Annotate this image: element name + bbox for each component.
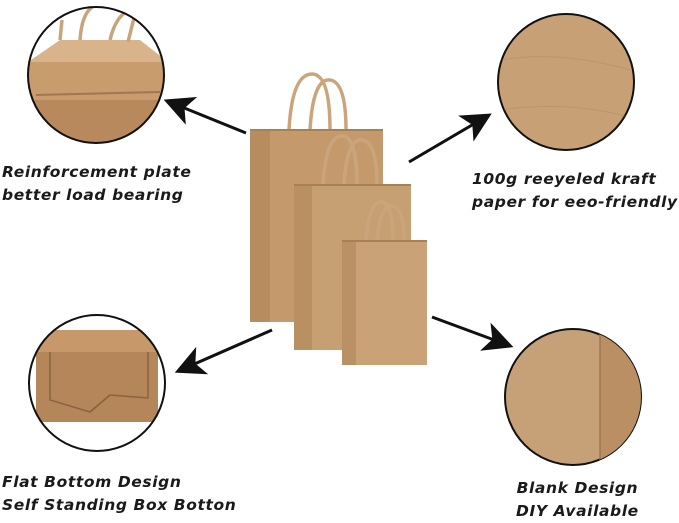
blank-design-detail-image <box>504 328 642 466</box>
flat-bottom-detail-image <box>28 314 166 452</box>
arrow-to-blank-design <box>431 315 514 351</box>
reinforcement-caption-line1: Reinforcement plate <box>2 163 192 181</box>
blank-design-caption: Blank Design DIY Available <box>516 477 639 523</box>
kraft-bags-image <box>250 72 427 365</box>
flat-bottom-caption-line2: Self Standing Box Botton <box>2 496 237 514</box>
arrow-to-flat-bottom <box>174 328 273 375</box>
reinforcement-caption: Reinforcement plate better load bearing <box>2 161 191 207</box>
kraft-paper-detail-image <box>497 13 635 151</box>
reinforcement-detail-image <box>27 6 165 144</box>
blank-design-caption-line2: DIY Available <box>516 502 639 520</box>
blank-design-caption-line1: Blank Design <box>516 479 639 497</box>
flat-bottom-caption: Flat Bottom Design Self Standing Box Bot… <box>2 471 236 517</box>
flat-bottom-caption-line1: Flat Bottom Design <box>2 473 182 491</box>
small-bag <box>342 200 427 365</box>
kraft-paper-caption: 100g reeyeled kraft paper for eeo-friend… <box>472 168 678 214</box>
arrow-to-kraft-paper <box>408 113 492 164</box>
kraft-paper-caption-line1: 100g reeyeled kraft <box>472 170 657 188</box>
kraft-paper-caption-line2: paper for eeo-friendly <box>472 193 678 211</box>
reinforcement-caption-line2: better load bearing <box>2 186 184 204</box>
arrow-to-reinforcement <box>163 96 247 135</box>
